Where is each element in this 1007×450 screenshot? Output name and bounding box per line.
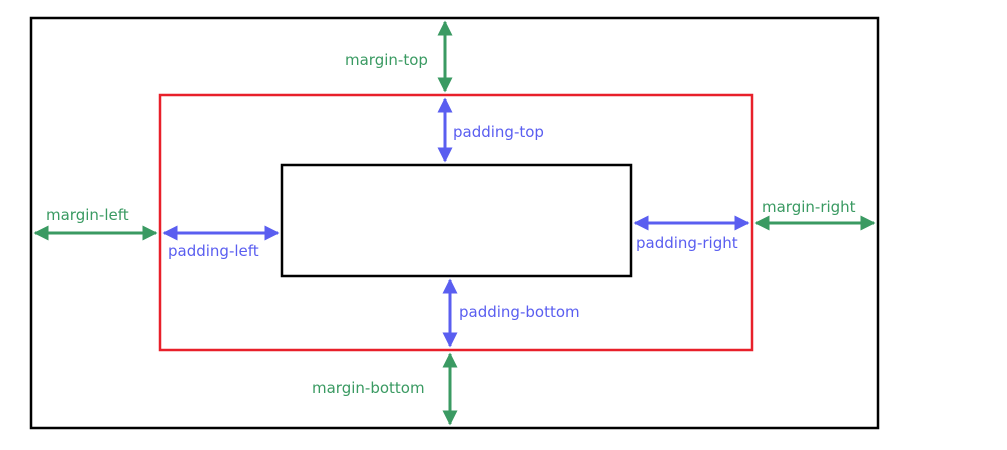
border-box <box>158 93 754 352</box>
margin-bottom-label: margin-bottom <box>312 379 425 397</box>
padding-left-label: padding-left <box>168 242 259 260</box>
padding-bottom-label: padding-bottom <box>459 303 580 321</box>
margin-left-label: margin-left <box>46 206 129 224</box>
padding-top-label: padding-top <box>453 123 544 141</box>
margin-right-label: margin-right <box>762 198 856 216</box>
margin-top-label: margin-top <box>345 51 428 69</box>
outer-margin-box <box>29 16 880 430</box>
padding-right-label: padding-right <box>636 234 738 252</box>
content-box <box>280 163 633 278</box>
